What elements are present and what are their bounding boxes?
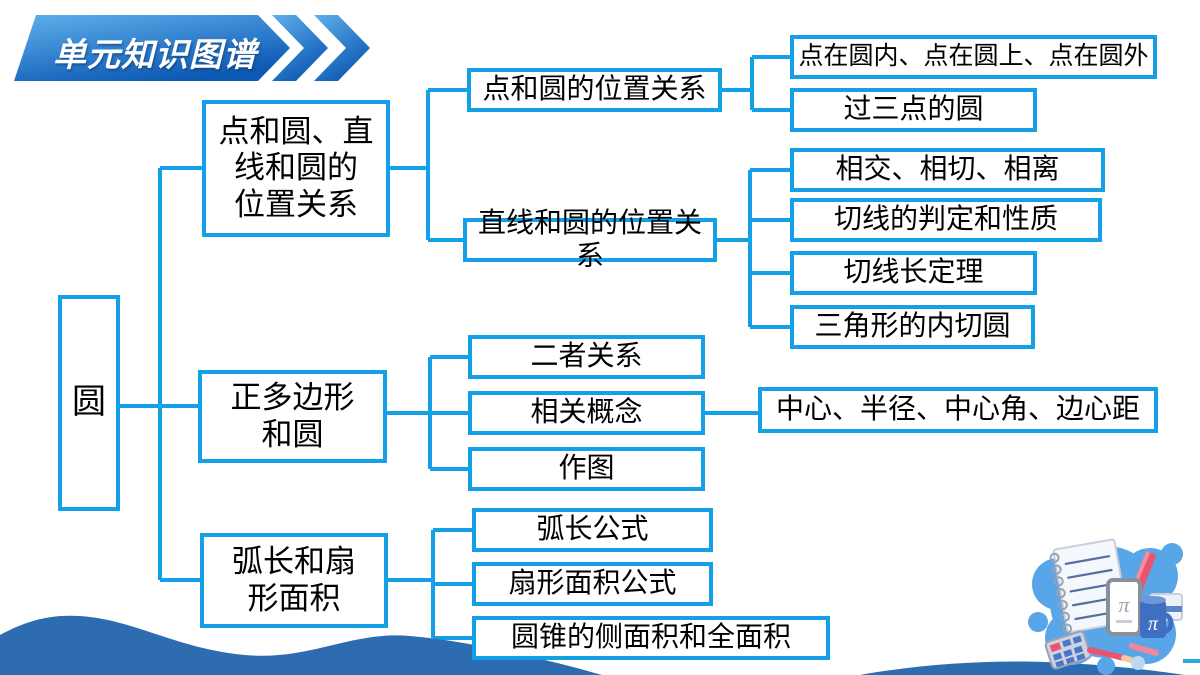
node-sector-area-formula: 扇形面积公式 bbox=[472, 562, 713, 606]
svg-text:π: π bbox=[1148, 613, 1159, 635]
phone-icon: π bbox=[1106, 578, 1142, 636]
svg-text:π: π bbox=[1118, 592, 1130, 617]
bottom-right-accent bbox=[1183, 659, 1200, 663]
node-tangent-judgment-properties: 切线的判定和性质 bbox=[790, 198, 1102, 242]
node-triangle-inscribed-circle: 三角形的内切圆 bbox=[790, 305, 1035, 349]
node-cone-lateral-total-area: 圆锥的侧面积和全面积 bbox=[472, 616, 830, 660]
node-root-circle: 圆 bbox=[58, 295, 120, 511]
node-regular-polygon-and-circle: 正多边形 和圆 bbox=[198, 370, 387, 463]
node-related-concepts: 相关概念 bbox=[468, 391, 705, 435]
bottom-wave bbox=[0, 615, 1185, 675]
node-point-circle-relation: 点和圆的位置关系 bbox=[467, 68, 722, 112]
math-supplies-illustration: π π bbox=[1028, 538, 1183, 675]
node-point-inside-on-outside: 点在圆内、点在圆上、点在圆外 bbox=[790, 35, 1157, 79]
node-intersect-tangent-separate: 相交、相切、相离 bbox=[790, 148, 1105, 192]
node-point-line-circle-relations: 点和圆、直 线和圆的 位置关系 bbox=[202, 100, 390, 237]
page-title: 单元知识图谱 bbox=[53, 36, 257, 73]
node-center-radius-angle-apothem: 中心、半径、中心角、边心距 bbox=[758, 387, 1158, 433]
node-line-circle-relation: 直线和圆的位置关系 bbox=[463, 208, 717, 272]
title-banner: 单元知识图谱 bbox=[6, 12, 376, 84]
node-construction: 作图 bbox=[468, 447, 705, 491]
node-relation-between-two: 二者关系 bbox=[468, 335, 705, 379]
node-arc-length-formula: 弧长公式 bbox=[472, 508, 713, 552]
node-arc-length-sector-area: 弧长和扇 形面积 bbox=[200, 533, 388, 628]
pencil-icon bbox=[1087, 643, 1159, 670]
node-tangent-length-theorem: 切线长定理 bbox=[790, 251, 1037, 295]
node-circle-through-three-points: 过三点的圆 bbox=[790, 88, 1037, 132]
mug-icon: π bbox=[1140, 596, 1174, 638]
calculator-icon bbox=[1044, 630, 1092, 670]
